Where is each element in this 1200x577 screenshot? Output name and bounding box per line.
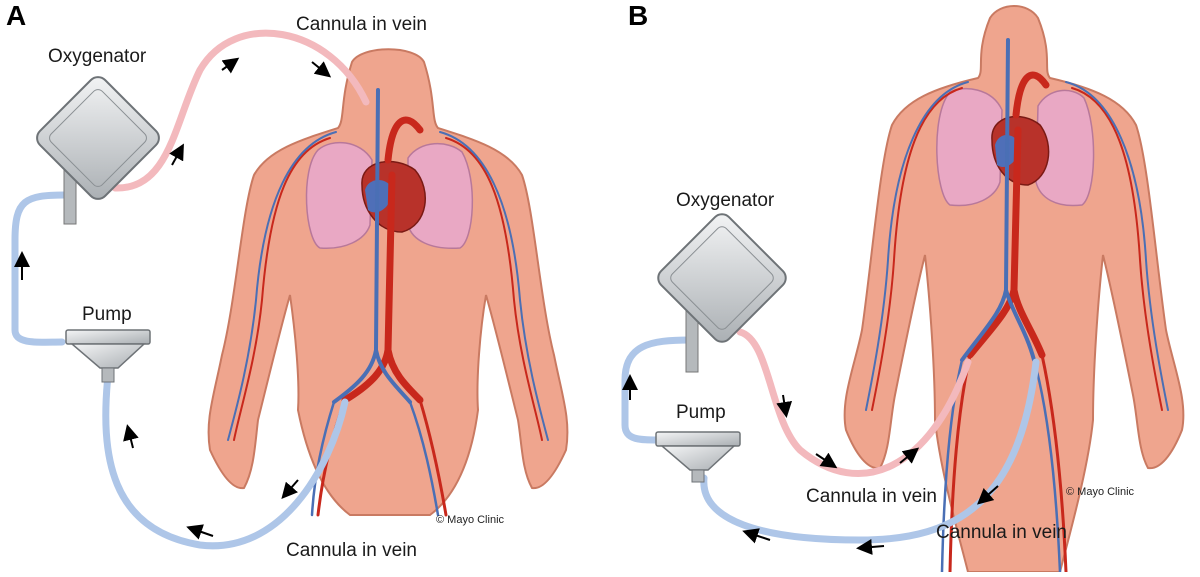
panel-b-oxygenator [657, 213, 787, 343]
panel-a-artwork [11, 29, 569, 550]
panel-a-left-lung [407, 142, 474, 249]
panel-a-drainage-tube [11, 191, 69, 346]
panel-b-drain-cannula-label: Cannula in vein [936, 522, 1067, 543]
panel-b-left-lung [1035, 89, 1095, 207]
panel-a-oxygenator-label: Oxygenator [48, 46, 147, 67]
panel-b-artwork [621, 5, 1185, 574]
panel-a-pump [65, 329, 151, 383]
panel-a-letter: A [6, 0, 27, 31]
panel-b-oxygenated-tube [736, 328, 972, 477]
panel-a-oxygenator [36, 76, 160, 200]
panel-b-copyright: © Mayo Clinic [1066, 486, 1135, 498]
panel-a-oxygenated-tube [111, 29, 370, 192]
panel-a-return-cannula-label: Cannula in vein [296, 14, 427, 35]
panel-b-pump [655, 431, 741, 483]
panel-b-drainage-tube [621, 336, 694, 444]
panel-b-right-lung [936, 87, 1003, 207]
panel-b-oxygenator-label: Oxygenator [676, 190, 775, 211]
panel-a-right-lung [305, 141, 373, 249]
panel-b-letter: B [628, 0, 649, 31]
panel-a-drain-cannula-label: Cannula in vein [286, 540, 417, 561]
panel-b-pump-label: Pump [676, 402, 726, 423]
panel-a-pump-label: Pump [82, 304, 132, 325]
panel-a-copyright: © Mayo Clinic [436, 514, 505, 526]
panel-b-return-cannula-label: Cannula in vein [806, 486, 937, 507]
